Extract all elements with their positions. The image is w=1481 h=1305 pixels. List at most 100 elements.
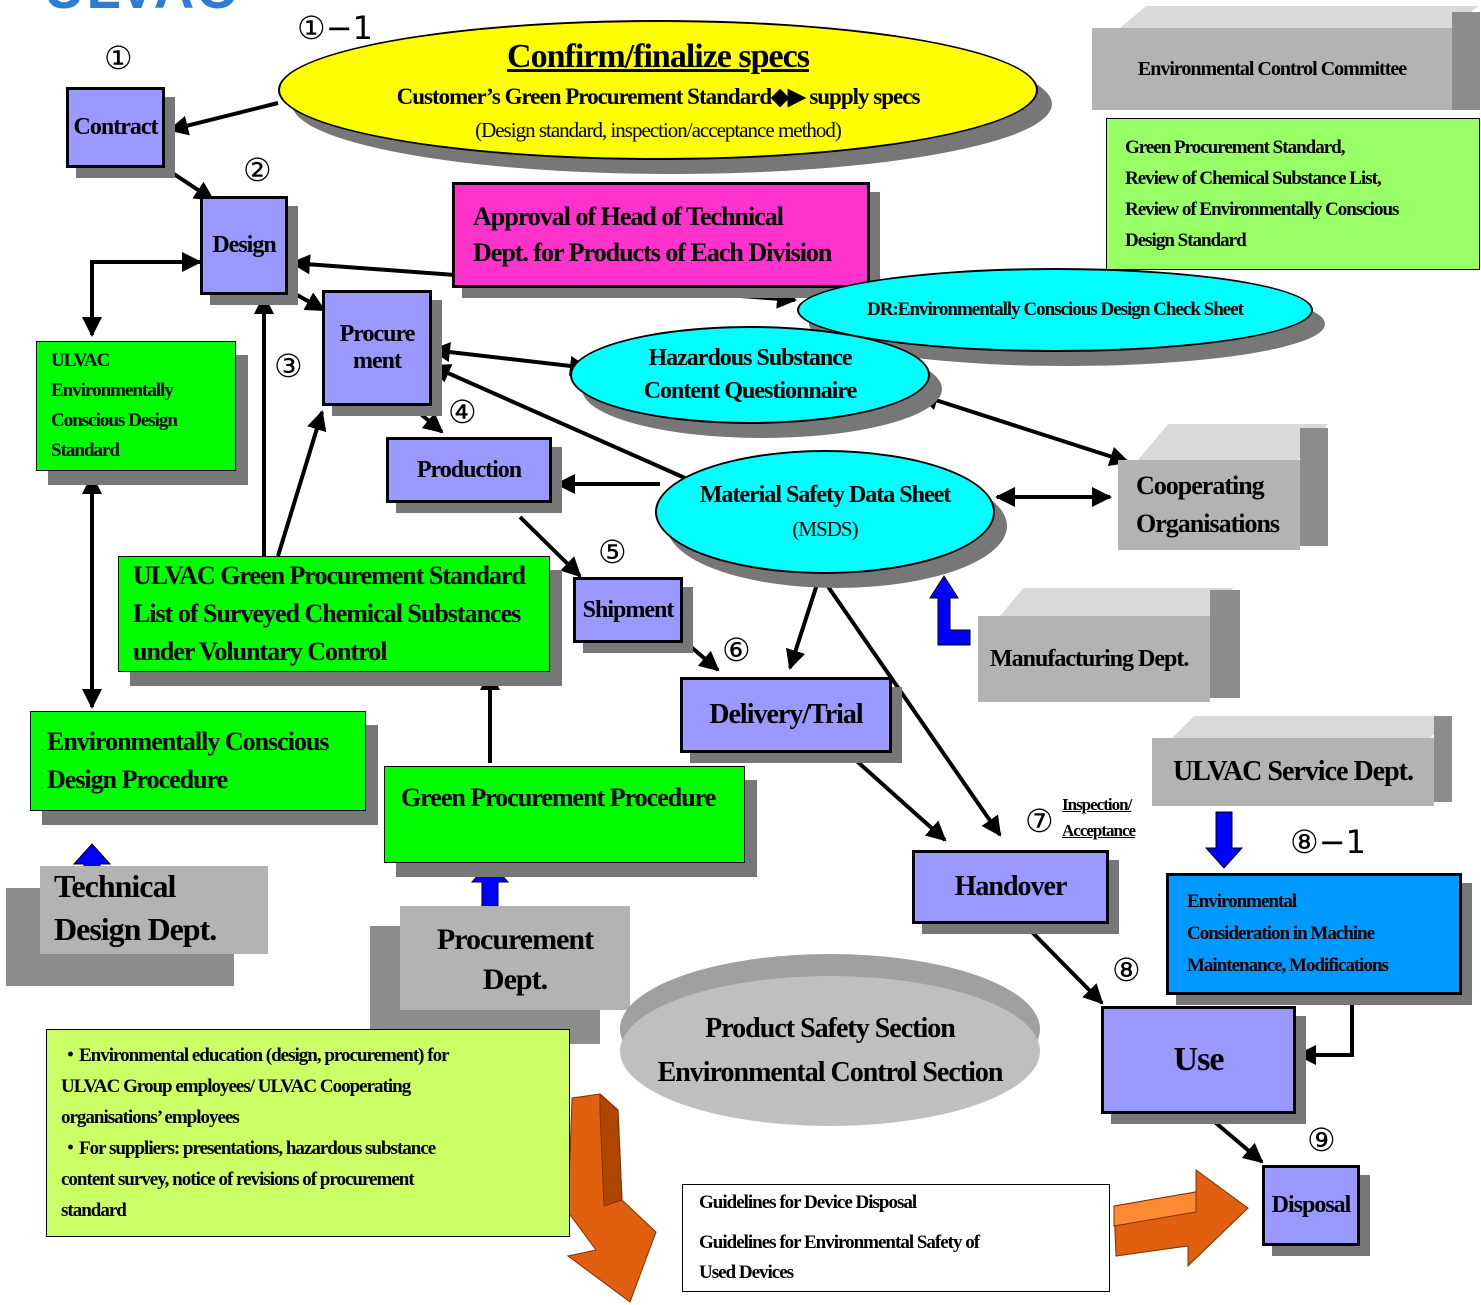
technical-design-dept: Technical Design Dept. xyxy=(6,866,268,986)
procurement-dept: Procurement Dept. xyxy=(370,906,630,1044)
hazardous-line-2: Content Questionnaire xyxy=(643,378,858,404)
step-8-number: ⑧ xyxy=(1112,951,1141,989)
manufacturing-label: Manufacturing Dept. xyxy=(990,645,1189,672)
green-procurement-standard-list: ULVAC Green Procurement Standard List of… xyxy=(118,556,550,672)
inspection-acceptance-label: Inspection/ Acceptance xyxy=(1062,790,1136,846)
guidelines-line-3: Used Devices xyxy=(699,1262,794,1283)
maintenance-line-2: Consideration in Machine xyxy=(1187,923,1375,944)
disposal-box: Disposal xyxy=(1262,1165,1360,1246)
step-7-number: ⑦ xyxy=(1025,802,1054,840)
step-2-number: ② xyxy=(243,151,272,189)
step-4-number: ④ xyxy=(448,393,477,431)
spec-line-3: (Design standard, inspection/acceptance … xyxy=(475,117,842,142)
step-3-number: ③ xyxy=(274,347,303,385)
review-line-4: Design Standard xyxy=(1125,230,1247,251)
approval-line-2: Dept. for Products of Each Division xyxy=(473,238,832,267)
step-5-number: ⑤ xyxy=(598,533,627,571)
arrow-shipment-to-delivery xyxy=(681,638,720,672)
arrow-maintenance-to-use xyxy=(1296,1000,1354,1065)
arrow-msds-to-handover xyxy=(818,573,1002,837)
product-safety-line-2: Environmental Control Section xyxy=(657,1057,1004,1088)
hazardous-line-1: Hazardous Substance xyxy=(648,345,852,371)
step-9-number: ⑨ xyxy=(1307,1121,1336,1159)
procurement-label-2: ment xyxy=(353,348,402,374)
gps-line-3: under Voluntary Control xyxy=(133,637,387,666)
service-dept-label: ULVAC Service Dept. xyxy=(1173,756,1414,787)
guidelines-box: Guidelines for Device Disposal Guideline… xyxy=(682,1184,1110,1292)
arrow-hazardous-cooperating xyxy=(918,391,1130,466)
arrow-design-to-procurement xyxy=(287,288,326,312)
production-box: Production xyxy=(386,437,552,503)
arrow-design-to-ulvac-std xyxy=(82,252,202,337)
spec-title: Confirm/finalize specs xyxy=(507,37,810,75)
product-safety-line-1: Product Safety Section xyxy=(705,1013,956,1044)
ulvac-design-standard: ULVAC Environmentally Conscious Design S… xyxy=(36,341,236,471)
arrow-msds-to-procurement xyxy=(430,364,686,480)
msds-ellipse: Material Safety Data Sheet (MSDS) xyxy=(655,450,995,574)
arrow-delivery-to-handover xyxy=(848,753,947,842)
committee-block: Environmental Control Committee xyxy=(1092,6,1480,110)
education-box: ・Environmental education (design, procur… xyxy=(46,1029,570,1237)
guidelines-line-1: Guidelines for Device Disposal xyxy=(699,1192,917,1213)
guidelines-line-2: Guidelines for Environmental Safety of xyxy=(699,1232,980,1253)
procurement-box: Procure ment xyxy=(322,290,432,406)
handover-box: Handover xyxy=(912,850,1109,924)
cooperating-line-2: Organisations xyxy=(1136,509,1280,538)
ulvac-std-line-1: ULVAC xyxy=(51,350,110,371)
technical-dept-line-2: Design Dept. xyxy=(54,911,217,947)
procurement-dept-line-1: Procurement xyxy=(436,923,594,956)
step-8-1-number: ⑧−1 xyxy=(1290,823,1366,861)
msds-line-2: (MSDS) xyxy=(792,517,858,541)
orange-arrow-down xyxy=(566,1092,657,1303)
gps-line-2: List of Surveyed Chemical Substances xyxy=(133,599,521,628)
review-line-3: Review of Environmentally Conscious xyxy=(1125,199,1399,220)
ulvac-std-line-4: Standard xyxy=(51,440,120,461)
arrow-production-to-shipment xyxy=(518,515,582,578)
technical-dept-label: Technical Design Dept. xyxy=(54,868,264,952)
gps-line-1: ULVAC Green Procurement Standard xyxy=(133,561,526,590)
review-line-2: Review of Chemical Substance List, xyxy=(1125,168,1382,189)
arrow-handover-to-use xyxy=(1028,928,1104,1005)
ulvac-std-line-2: Environmentally xyxy=(51,380,174,401)
inspection-line-1: Inspection/ xyxy=(1062,795,1132,814)
arrow-use-to-disposal xyxy=(1208,1116,1264,1164)
blue-arrow-manufacturing xyxy=(929,575,971,646)
env-procedure-line-1: Environmentally Conscious xyxy=(47,727,330,756)
cooperating-label: Cooperating Organisations xyxy=(1136,460,1300,550)
step-6-number: ⑥ xyxy=(722,631,751,669)
technical-dept-line-1: Technical xyxy=(54,868,176,904)
review-line-1: Green Procurement Standard, xyxy=(1125,137,1345,158)
maintenance-box: Environmental Consideration in Machine M… xyxy=(1166,873,1462,995)
product-safety-section: Product Safety Section Environmental Con… xyxy=(620,976,1040,1126)
ulvac-std-line-3: Conscious Design xyxy=(51,410,178,431)
delivery-box: Delivery/Trial xyxy=(680,677,892,753)
arrow-msds-to-delivery xyxy=(786,574,822,670)
procurement-dept-line-2: Dept. xyxy=(482,963,548,996)
procurement-label-1: Procure xyxy=(339,321,416,347)
env-design-procedure: Environmentally Conscious Design Procedu… xyxy=(30,711,366,811)
inspection-line-2: Acceptance xyxy=(1062,821,1136,840)
maintenance-line-3: Maintenance, Modifications xyxy=(1187,955,1389,976)
approval-line-1: Approval of Head of Technical xyxy=(473,202,784,231)
cooperating-line-1: Cooperating xyxy=(1136,471,1265,500)
contract-box: Contract xyxy=(66,87,165,168)
msds-line-1: Material Safety Data Sheet xyxy=(699,482,952,508)
spec-ellipse: Confirm/finalize specs Customer’s Green … xyxy=(278,20,1038,160)
step-1-1-number: ①−1 xyxy=(297,9,373,47)
use-box: Use xyxy=(1101,1006,1296,1114)
cooperating-organisations: Cooperating Organisations xyxy=(1118,424,1329,550)
arrow-contract-to-design xyxy=(163,166,215,202)
education-line-5: content survey, notice of revisions of p… xyxy=(61,1169,415,1190)
arrow-procurement-to-production xyxy=(408,403,444,434)
dr-check-sheet: DR:Environmentally Conscious Design Chec… xyxy=(797,268,1313,352)
education-line-4: ・For suppliers: presentations, hazardous… xyxy=(61,1138,436,1159)
approval-box: Approval of Head of Technical Dept. for … xyxy=(452,182,870,288)
blue-arrow-procurement xyxy=(470,861,510,907)
education-line-2: ULVAC Group employees/ ULVAC Cooperating xyxy=(61,1076,411,1097)
service-dept: ULVAC Service Dept. xyxy=(1152,716,1452,806)
maintenance-line-1: Environmental xyxy=(1187,891,1297,912)
step-1-number: ① xyxy=(104,39,133,77)
education-line-6: standard xyxy=(61,1200,127,1221)
arrow-gps-to-procurement xyxy=(276,410,327,557)
education-line-1: ・Environmental education (design, procur… xyxy=(61,1045,450,1066)
